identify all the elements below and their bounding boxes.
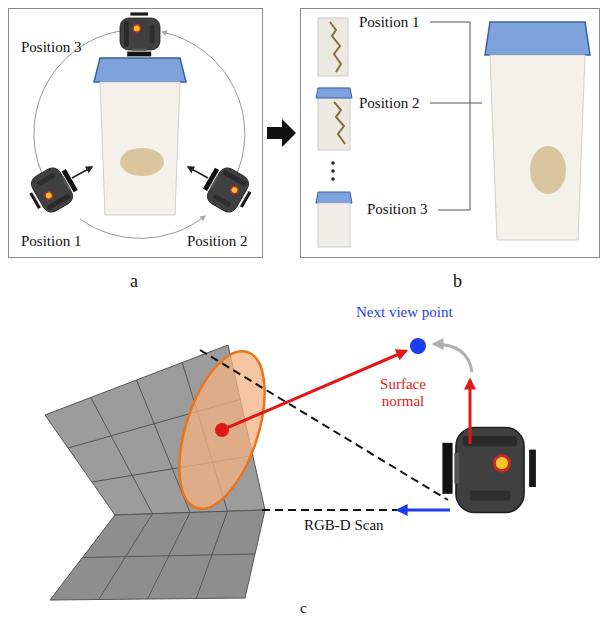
position-label: Position 3: [367, 201, 427, 218]
view-point-label: Next view point: [356, 304, 453, 321]
panel-b-art: [316, 18, 590, 247]
position-label: Position 3: [21, 39, 81, 56]
scan-label: RGB-D Scan: [304, 517, 384, 534]
panel-c-art: [45, 338, 536, 600]
normal-label: Surface normal: [372, 376, 434, 411]
panel-box: Position 3Position 1Position 2a: [8, 8, 263, 258]
position-label: Position 1: [21, 233, 81, 250]
position-label: Position 2: [359, 95, 419, 112]
panel-letter: a: [130, 271, 138, 292]
panel-letter: c: [300, 600, 307, 617]
panel-letter: b: [453, 271, 462, 292]
panel-box: Position 1Position 2Position 3b: [300, 8, 600, 258]
position-label: Position 2: [187, 233, 247, 250]
position-label: Position 1: [359, 14, 419, 31]
block-arrow: [267, 119, 296, 147]
